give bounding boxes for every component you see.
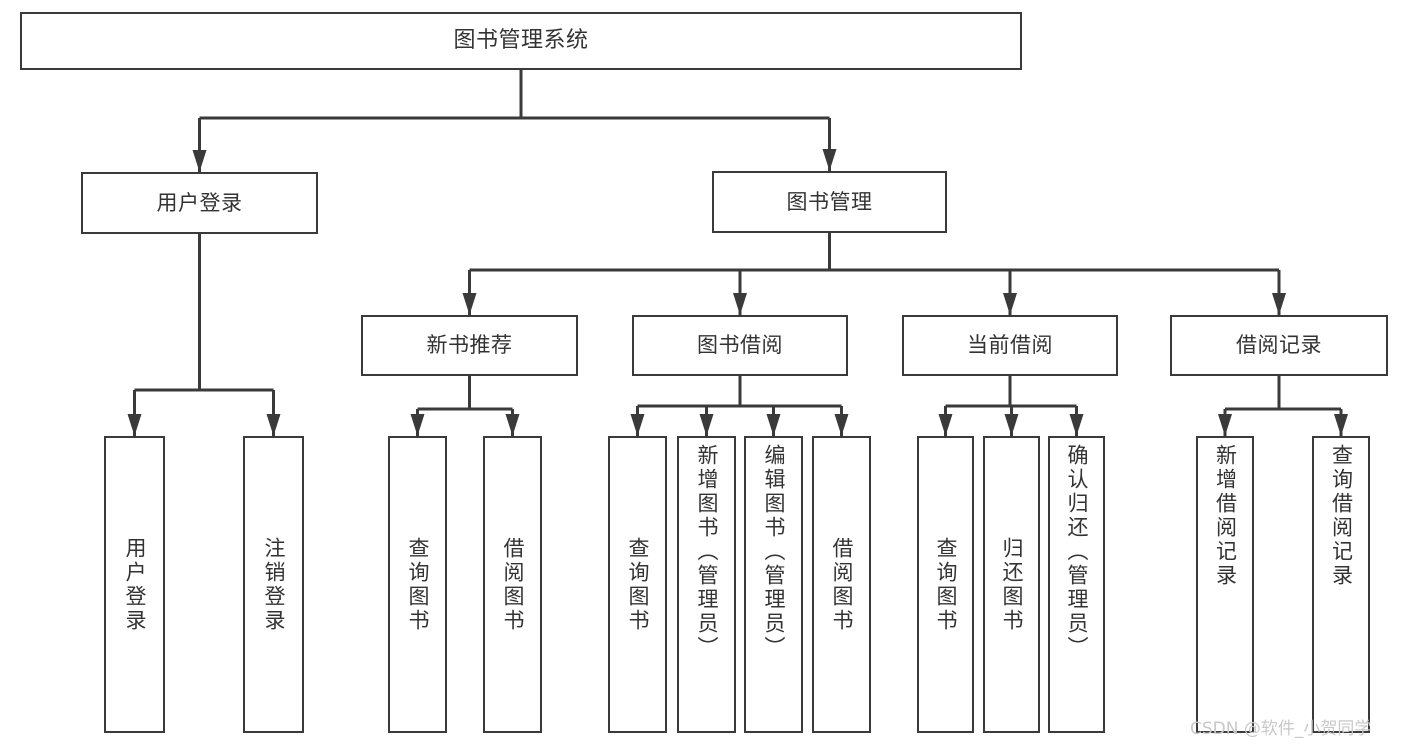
- node-label: 借阅图书: [501, 536, 525, 633]
- node-leaf_4[interactable]: 查询图书: [608, 436, 667, 733]
- node-label: 查询图书: [626, 536, 650, 633]
- arrowhead-leaf_1: [266, 414, 281, 436]
- node-label: 用户登录: [156, 190, 243, 215]
- node-label: 确认归还（管理员）: [1065, 444, 1089, 660]
- node-root[interactable]: 图书管理系统: [20, 12, 1022, 70]
- node-leaf_12[interactable]: 查询借阅记录: [1312, 436, 1370, 733]
- arrowhead-l3_2: [1003, 293, 1017, 315]
- arrowhead-leaf_6: [766, 414, 781, 436]
- node-l2_1[interactable]: 图书管理: [712, 171, 947, 233]
- node-label: 图书管理系统: [453, 28, 589, 54]
- node-label: 查询图书: [406, 536, 430, 633]
- arrowhead-l3_0: [462, 293, 477, 315]
- node-label: 用户登录: [123, 536, 147, 633]
- csdn-watermark: CSDN @软件_小贺同学: [1190, 719, 1372, 739]
- node-label: 借阅记录: [1236, 333, 1322, 358]
- node-leaf_1[interactable]: 注销登录: [243, 436, 304, 733]
- node-l3_1[interactable]: 图书借阅: [632, 315, 848, 376]
- node-l2_0[interactable]: 用户登录: [81, 172, 318, 234]
- arrowhead-leaf_7: [834, 414, 849, 436]
- node-leaf_5[interactable]: 新增图书（管理员）: [677, 436, 736, 733]
- node-label: 图书借阅: [697, 333, 783, 358]
- arrowhead-leaf_10: [1069, 414, 1084, 436]
- arrowhead-l2_0: [192, 150, 207, 172]
- arrowhead-leaf_5: [699, 414, 714, 436]
- node-label: 注销登录: [262, 536, 286, 633]
- arrowhead-l3_3: [1272, 293, 1286, 315]
- node-leaf_9[interactable]: 归还图书: [983, 436, 1040, 733]
- node-label: 当前借阅: [967, 333, 1053, 358]
- node-label: 查询借阅记录: [1329, 444, 1354, 588]
- node-l3_3[interactable]: 借阅记录: [1170, 315, 1388, 376]
- node-label: 新增借阅记录: [1213, 444, 1238, 588]
- arrowhead-leaf_9: [1004, 414, 1019, 436]
- node-label: 新书推荐: [426, 333, 513, 358]
- node-leaf_10[interactable]: 确认归还（管理员）: [1048, 436, 1105, 733]
- node-leaf_3[interactable]: 借阅图书: [483, 436, 542, 733]
- node-label: 借阅图书: [830, 536, 854, 633]
- arrowhead-leaf_4: [630, 414, 645, 436]
- node-label: 新增图书（管理员）: [695, 444, 719, 660]
- arrowhead-leaf_8: [938, 414, 953, 436]
- node-label: 编辑图书（管理员）: [762, 444, 786, 660]
- node-leaf_0[interactable]: 用户登录: [104, 436, 165, 733]
- arrowhead-leaf_2: [410, 414, 425, 436]
- node-leaf_6[interactable]: 编辑图书（管理员）: [744, 436, 803, 733]
- node-label: 图书管理: [786, 189, 873, 214]
- node-leaf_8[interactable]: 查询图书: [917, 436, 974, 733]
- node-label: 归还图书: [1000, 536, 1024, 633]
- node-leaf_2[interactable]: 查询图书: [388, 436, 447, 733]
- node-l3_2[interactable]: 当前借阅: [902, 315, 1118, 376]
- arrowhead-leaf_3: [505, 414, 520, 436]
- arrowhead-l3_1: [733, 293, 747, 315]
- arrowhead-leaf_12: [1334, 414, 1348, 436]
- node-leaf_7[interactable]: 借阅图书: [812, 436, 871, 733]
- node-l3_0[interactable]: 新书推荐: [361, 315, 578, 376]
- arrowhead-l2_1: [822, 149, 837, 171]
- node-label: 查询图书: [934, 536, 958, 633]
- node-leaf_11[interactable]: 新增借阅记录: [1196, 436, 1254, 733]
- arrowhead-leaf_11: [1218, 414, 1232, 436]
- arrowhead-leaf_0: [127, 414, 142, 436]
